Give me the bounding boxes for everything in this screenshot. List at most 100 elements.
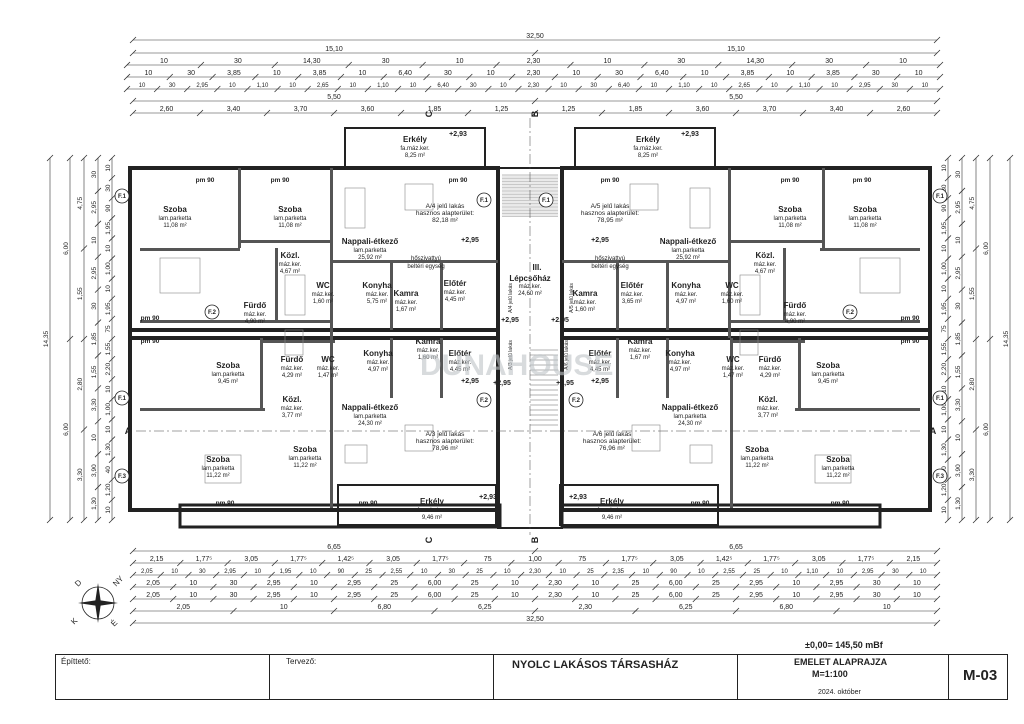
room-name: WC xyxy=(321,355,335,364)
room-floor: máz.ker. xyxy=(312,292,335,298)
dimension-value: 1,77⁵ xyxy=(290,556,307,563)
dimension-value: 30 xyxy=(187,70,195,77)
room-floor: lam.parketta xyxy=(671,248,705,254)
room-area: 11,22 m² xyxy=(745,463,768,469)
dimension-value: 3,85 xyxy=(313,70,327,77)
wall-outline xyxy=(559,484,719,526)
dimension-tick xyxy=(893,73,901,81)
dimension-value: 25 xyxy=(365,569,372,575)
dimension-tick xyxy=(786,85,793,93)
dimension-tick xyxy=(531,109,539,117)
room-name: Konyha xyxy=(671,281,701,290)
dimension-tick xyxy=(80,335,88,343)
furniture-piece xyxy=(739,329,759,356)
dimension-value: 30 xyxy=(91,170,98,178)
dimension-tick xyxy=(240,571,248,579)
dimension-tick xyxy=(958,516,966,524)
dimension-value: 2,95 xyxy=(267,592,281,599)
dimension-value: 25 xyxy=(587,569,594,575)
room-name: Szoba xyxy=(206,455,230,464)
dimension-value: 10 xyxy=(189,592,197,599)
dimension-value: 10 xyxy=(913,580,921,587)
furniture-piece xyxy=(204,454,242,484)
room-floor: máz.ker. xyxy=(444,290,467,296)
dimension-value: 1,55 xyxy=(941,342,948,355)
dimension-tick xyxy=(263,109,271,117)
dimension-value: 10 xyxy=(837,569,844,575)
dimension-value: 1,25 xyxy=(562,106,576,113)
dimension-tick xyxy=(508,73,516,81)
wall-segment xyxy=(795,408,920,411)
apartment-label: A/5 jelű lakás xyxy=(591,203,630,210)
room-area: 1,60 m² xyxy=(722,299,742,305)
dimension-tick xyxy=(567,61,574,69)
dimension-tick xyxy=(795,571,802,579)
dimension-value: 30 xyxy=(872,70,880,77)
room-name: Előtér xyxy=(449,349,472,358)
dimension-tick xyxy=(434,571,442,579)
dimension-tick xyxy=(933,97,941,105)
section-letter: C xyxy=(424,536,434,543)
door-tag: F.1 xyxy=(936,194,945,200)
dimension-tick xyxy=(290,583,298,591)
dimension-tick xyxy=(551,73,559,81)
dimension-tick xyxy=(594,73,601,81)
dimension-value: 1,95 xyxy=(941,222,948,235)
furniture-piece xyxy=(689,187,711,229)
room-floor: lam.parketta xyxy=(288,456,322,462)
dimension-value: 10 xyxy=(358,70,366,77)
room-area: 11,08 m² xyxy=(778,223,801,229)
room-floor: lam.parketta xyxy=(773,216,807,222)
dimension-tick xyxy=(732,595,740,603)
room-name: Erkély xyxy=(600,497,625,506)
window-tag: pm 90 xyxy=(196,177,215,184)
dimension-value: 2,15 xyxy=(907,556,921,563)
dimension-tick xyxy=(944,416,952,423)
wall-segment xyxy=(728,240,823,243)
dimension-tick xyxy=(330,607,338,615)
door-tag: F.3 xyxy=(118,474,127,480)
dimension-value: 10 xyxy=(572,70,580,77)
room-name: WC xyxy=(316,281,330,290)
compass-needle xyxy=(95,603,101,623)
dimension-tick xyxy=(129,36,137,44)
dimension-value: 10 xyxy=(229,83,236,89)
dimension-tick xyxy=(108,215,116,222)
dimension-value: 2,30 xyxy=(578,604,592,611)
room-floor: lam.parketta xyxy=(848,216,882,222)
dimension-value: 1,77⁵ xyxy=(196,556,213,563)
wall-segment xyxy=(730,338,733,508)
dimension-value: 10 xyxy=(698,569,705,575)
dimension-tick xyxy=(692,583,700,591)
dimension-value: 90 xyxy=(105,204,112,212)
dimension-tick xyxy=(108,295,116,303)
room-name: Szoba xyxy=(853,205,877,214)
furniture-piece xyxy=(689,444,713,464)
dimension-tick xyxy=(697,559,704,567)
dimension-value: 10 xyxy=(105,385,112,393)
level-mark: +2,95 xyxy=(493,380,511,387)
dimension-value: 2,95 xyxy=(862,569,874,575)
dimension-value: 75 xyxy=(941,325,948,333)
dimension-value: 4,75 xyxy=(77,197,84,210)
furniture-piece xyxy=(739,274,761,316)
dimension-value: 1,42⁵ xyxy=(716,556,733,563)
dimension-value: 25 xyxy=(712,580,720,587)
apartment-label: A/4 jelű lakás xyxy=(426,203,465,210)
level-mark: +2,95 xyxy=(551,317,569,324)
dimension-tick xyxy=(816,85,823,93)
room-floor: lam.parketta xyxy=(821,466,855,472)
dimension-tick xyxy=(214,85,221,93)
dimension-tick xyxy=(108,335,116,343)
dimension-tick xyxy=(612,595,619,603)
dimension-tick xyxy=(268,571,275,579)
dimension-tick xyxy=(649,559,657,567)
dimension-value: 10 xyxy=(289,83,296,89)
dimension-value: 2,55 xyxy=(391,569,403,575)
dimension-tick xyxy=(464,109,472,117)
wall-segment xyxy=(820,248,920,251)
dimension-tick xyxy=(80,245,88,252)
wall-segment xyxy=(260,338,263,408)
window-tag: pm 90 xyxy=(359,500,378,507)
dimension-value: 1,30 xyxy=(955,497,962,510)
